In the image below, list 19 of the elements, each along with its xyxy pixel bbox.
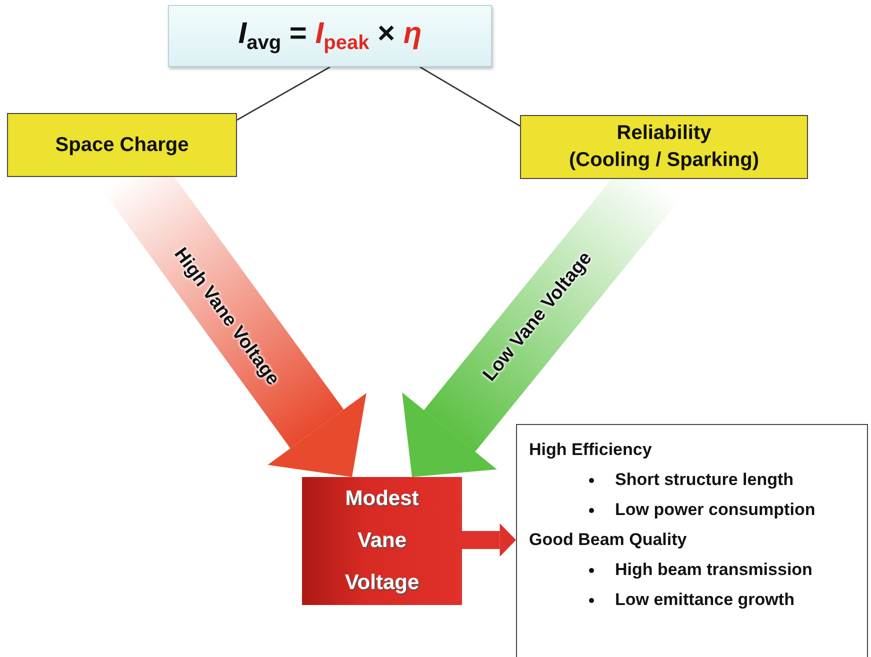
bullet-text: Low emittance growth	[615, 590, 794, 610]
bullet-text: High beam transmission	[615, 560, 812, 580]
heading: High Efficiency	[529, 440, 652, 460]
result-box	[302, 477, 462, 605]
box-label: (Cooling / Sparking)	[569, 148, 759, 173]
formula-box	[168, 5, 492, 67]
cause-box	[7, 113, 237, 177]
connector-line	[236, 66, 330, 121]
benefits-box	[516, 424, 868, 657]
box-label: Reliability	[616, 121, 712, 146]
bullet-text: Short structure length	[615, 470, 794, 490]
bullet-text: Low power consumption	[615, 500, 816, 520]
connector-line	[420, 66, 520, 127]
formula: I$_{avg}$ = I$_{peak}$ × η	[238, 17, 422, 55]
cause-box	[520, 115, 808, 179]
box-label: Modest Vane Voltage	[344, 486, 420, 596]
arrow	[462, 523, 516, 557]
box-label: Space Charge	[55, 134, 189, 156]
heading: Good Beam Quality	[529, 530, 687, 550]
